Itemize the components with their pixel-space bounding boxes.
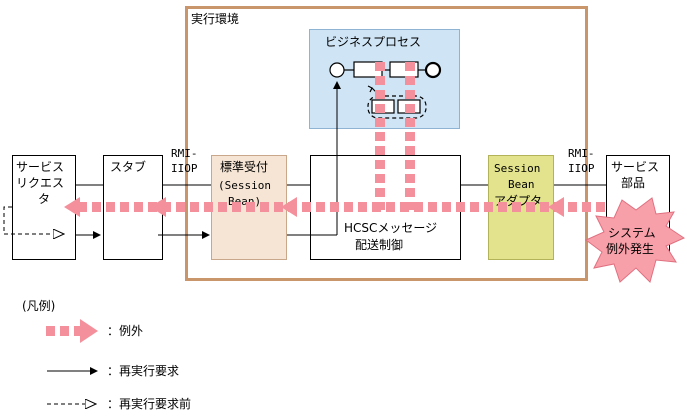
business-process-label: ビジネスプロセス [325, 35, 422, 49]
legend-title: (凡例) [22, 299, 56, 313]
adapter-label-2: Bean [508, 178, 535, 191]
legend-reexecution-text: ：再実行要求 [107, 364, 180, 378]
rmi-iiop-right-label-1: RMI- [568, 147, 595, 160]
legend-exception-icon [46, 319, 98, 343]
system-exception-label-1: システム [608, 226, 656, 240]
rmi-iiop-right-label-2: IIOP [568, 162, 595, 175]
rmi-iiop-left-label-1: RMI- [171, 147, 198, 160]
runtime-environment-frame [185, 6, 588, 281]
runtime-environment-label: 実行環境 [191, 12, 240, 26]
service-requester-label-3: タ [38, 192, 51, 206]
service-requester-label-1: サービス [16, 160, 65, 174]
hcsc-delivery-label-1: HCSCメッセージ [344, 221, 438, 235]
system-exception-label-2: 例外発生 [606, 242, 655, 256]
standard-receiver-label-2: (Session [218, 179, 271, 192]
stub-label: スタブ [110, 160, 147, 174]
service-component-label-2: 部品 [621, 176, 646, 190]
system-exception-burst-icon [585, 197, 686, 283]
start-node-icon [329, 62, 345, 78]
end-node-icon [424, 61, 442, 79]
legend-exception-text: ：例外 [107, 324, 144, 338]
exception-vertical [375, 62, 415, 210]
hcsc-delivery-label-2: 配送制御 [355, 238, 404, 252]
exception-arrowheads [64, 197, 564, 217]
service-component-label-1: サービス [611, 160, 660, 174]
service-requester-label-2: リクエス [16, 176, 65, 190]
rmi-iiop-left-label-2: IIOP [171, 162, 198, 175]
before-reexec-arrow [3, 206, 64, 234]
standard-receiver-label-1: 標準受付 [220, 160, 269, 174]
adapter-label-1: Session [494, 162, 541, 175]
legend-before-reexecution-text: ：再実行要求前 [107, 397, 192, 411]
